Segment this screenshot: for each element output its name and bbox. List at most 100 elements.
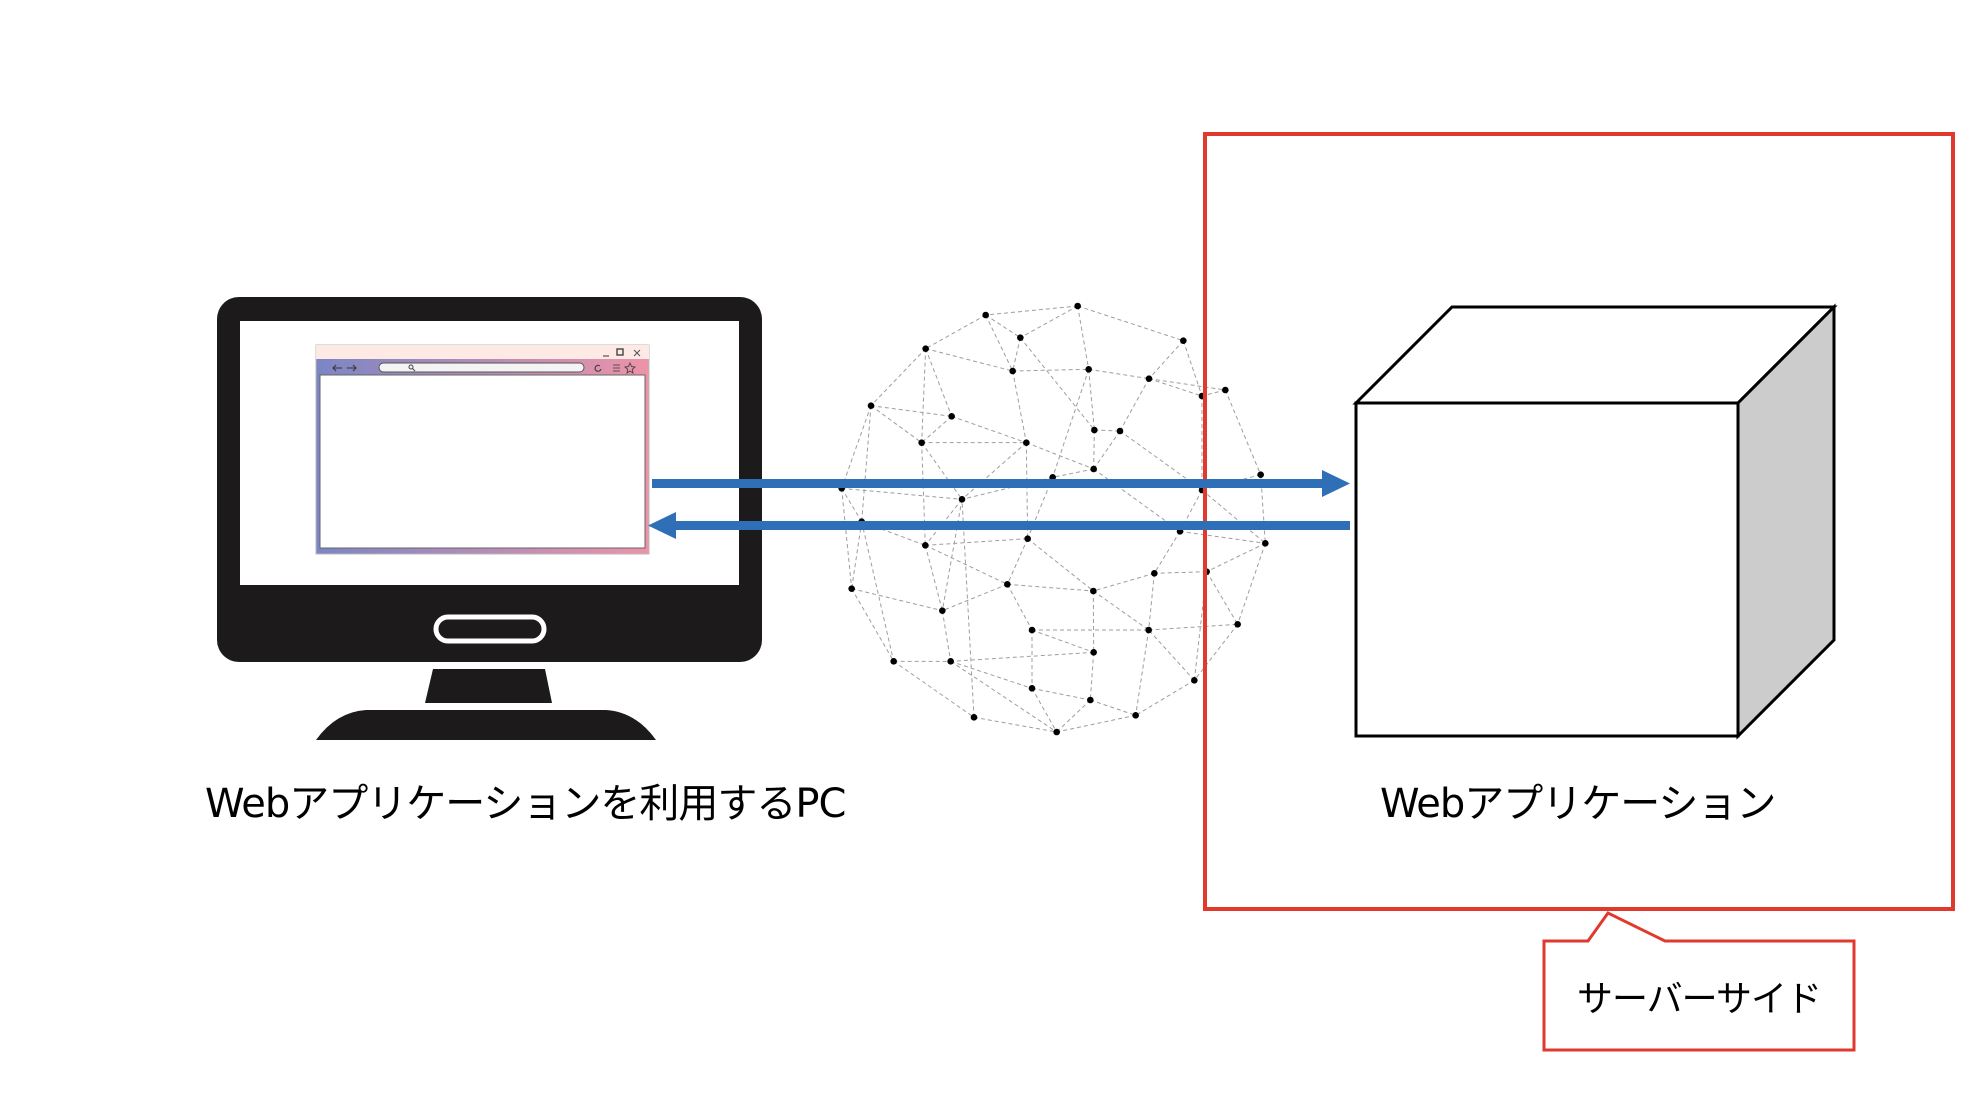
network-node: [1090, 587, 1097, 595]
network-edge: [861, 521, 895, 662]
response-arrow: [648, 512, 1350, 539]
network-edge: [1052, 468, 1094, 478]
network-edge: [1031, 629, 1094, 653]
network-edge: [851, 588, 895, 662]
network-node: [890, 658, 897, 665]
network-node: [970, 714, 978, 721]
network-edge: [925, 348, 953, 417]
client-pc-label: Webアプリケーションを利用するPC: [205, 781, 846, 827]
network-node: [1085, 366, 1092, 373]
network-edge: [924, 545, 943, 611]
network-edge: [1019, 337, 1095, 431]
network-edge: [1135, 629, 1150, 716]
network-node: [922, 345, 929, 352]
network-edge: [942, 583, 1008, 612]
network-node: [1116, 427, 1124, 435]
network-node: [958, 496, 966, 503]
network-node: [918, 439, 925, 446]
network-edge: [1026, 442, 1094, 470]
network-edge: [1148, 378, 1203, 397]
network-edge: [1154, 571, 1207, 574]
network-node: [1090, 649, 1097, 656]
network-node: [1262, 540, 1269, 547]
network-edge: [1093, 590, 1149, 631]
network-edge: [1007, 583, 1094, 592]
network-edge: [841, 405, 872, 489]
network-edge: [1148, 340, 1184, 380]
network-edge: [1193, 571, 1208, 681]
network-node: [1257, 471, 1264, 478]
network-edge: [1119, 378, 1150, 432]
network-edge: [1006, 584, 1033, 631]
cube-icon: [1352, 303, 1838, 740]
close-icon[interactable]: [633, 349, 641, 357]
network-edge: [1148, 629, 1195, 681]
forward-icon[interactable]: [347, 364, 357, 372]
network-edge: [1090, 699, 1136, 716]
browser-content: [319, 374, 646, 549]
network-edge: [1182, 340, 1203, 397]
network-edge: [1179, 489, 1203, 532]
network-edge: [861, 521, 926, 546]
network-edge: [985, 305, 1078, 316]
network-edge: [1088, 368, 1150, 380]
network-edge: [1148, 378, 1226, 391]
network-node: [1024, 535, 1031, 542]
network-edge: [1012, 370, 1027, 443]
network-node: [1049, 474, 1056, 481]
network-edge: [870, 348, 927, 407]
network-node: [1087, 696, 1094, 704]
bookmark-star-icon[interactable]: [623, 361, 637, 374]
network-edge: [1077, 305, 1184, 342]
server-side-callout-label: サーバーサイド: [1577, 979, 1822, 1020]
search-icon: [408, 364, 416, 372]
network-node: [1145, 375, 1153, 382]
network-edge: [921, 348, 927, 443]
network-edge: [1148, 623, 1238, 631]
network-edge: [1027, 538, 1094, 592]
network-edge: [1179, 530, 1266, 544]
network-edge: [870, 405, 922, 444]
network-edge: [925, 314, 986, 350]
maximize-icon[interactable]: [616, 348, 624, 356]
back-icon[interactable]: [332, 364, 342, 372]
network-edge: [925, 348, 1013, 372]
network-edge: [1031, 688, 1058, 733]
network-edge: [861, 405, 872, 522]
network-edge: [985, 314, 1021, 339]
network-edge: [1093, 430, 1121, 470]
network-edge: [985, 314, 1014, 372]
network-node: [948, 413, 955, 420]
server-side-callout: [1542, 911, 1856, 1052]
network-node: [947, 658, 954, 665]
network-edge: [1031, 687, 1091, 701]
browser-address-bar[interactable]: [378, 362, 585, 373]
reload-icon[interactable]: [594, 364, 602, 372]
network-edge: [1012, 337, 1021, 372]
network-node: [922, 542, 929, 549]
network-edge: [941, 610, 952, 662]
network-edge: [1052, 369, 1090, 478]
network-edge: [950, 660, 1033, 689]
network-edge: [841, 488, 853, 589]
network-edge: [1148, 573, 1155, 631]
network-edge: [1153, 531, 1181, 574]
network-edge: [851, 521, 863, 589]
network-node: [1145, 626, 1152, 634]
network-edge: [1006, 538, 1029, 585]
network-edge: [1089, 652, 1095, 701]
menu-icon[interactable]: [613, 364, 620, 372]
network-node: [1132, 712, 1139, 719]
network-edge: [925, 538, 1028, 546]
network-node: [1180, 337, 1187, 344]
network-node: [1222, 386, 1229, 394]
network-edge: [841, 487, 963, 500]
network-edge: [1020, 305, 1078, 339]
network-edge: [1056, 714, 1136, 733]
network-node: [1091, 426, 1098, 434]
network-edge: [950, 651, 1094, 662]
browser-window-icon: [315, 344, 650, 555]
network-edge: [961, 499, 975, 718]
network-edge: [893, 660, 975, 718]
network-node: [982, 311, 989, 319]
